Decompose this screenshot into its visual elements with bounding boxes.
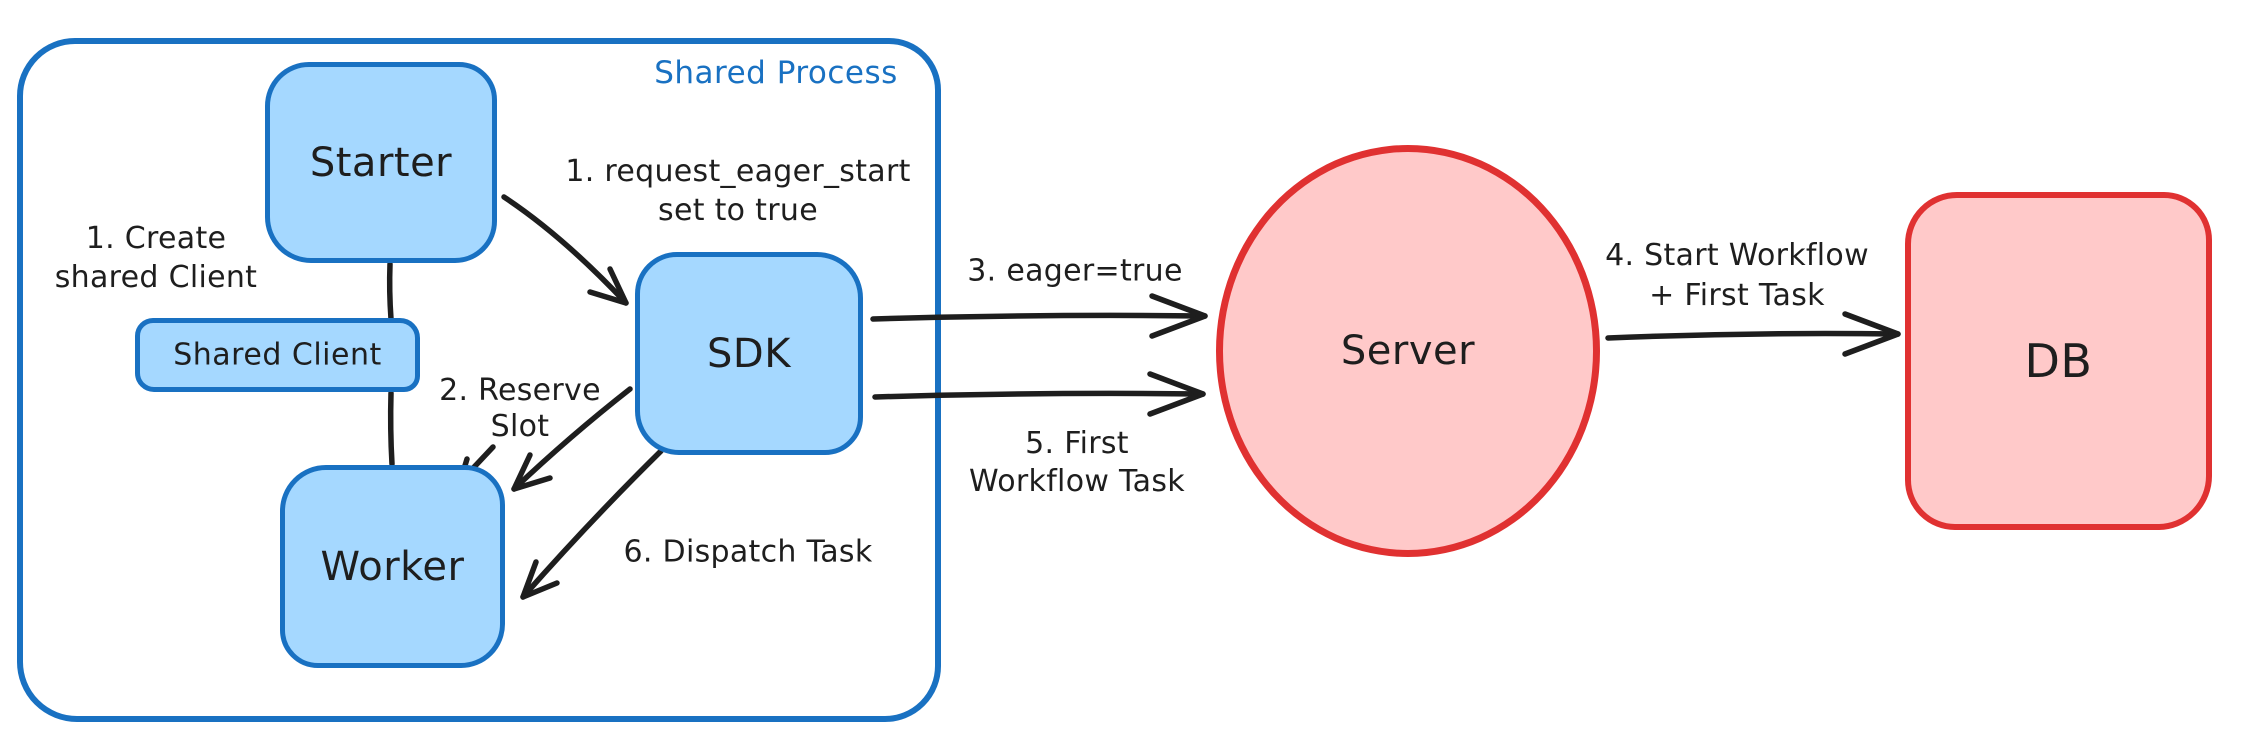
annotation-line: set to true bbox=[658, 193, 818, 228]
node-db-label: DB bbox=[2024, 334, 2093, 388]
node-starter-label: Starter bbox=[309, 139, 453, 186]
annotation-line: 4. Start Workflow bbox=[1605, 238, 1869, 273]
annotation-dispatch-task: 6. Dispatch Task bbox=[623, 533, 872, 572]
annotation-line: shared Client bbox=[54, 260, 258, 295]
annotation-line: 6. Dispatch Task bbox=[623, 534, 873, 570]
annotation-line: Workflow Task bbox=[969, 464, 1185, 499]
arrow-server-to-db bbox=[1605, 311, 1901, 357]
node-shared-client: Shared Client bbox=[135, 318, 420, 392]
annotation-eager-true: 3. eager=true bbox=[967, 252, 1182, 291]
node-server: Server bbox=[1216, 145, 1600, 557]
shared-process-container bbox=[17, 38, 941, 722]
annotation-line: 1. Create bbox=[85, 221, 227, 256]
annotation-line: + First Task bbox=[1649, 278, 1825, 313]
annotation-line: 5. First bbox=[1025, 426, 1129, 461]
annotation-start-workflow: 4. Start Workflow + First Task bbox=[1605, 236, 1869, 316]
node-worker: Worker bbox=[280, 465, 505, 668]
annotation-line: 3. eager=true bbox=[967, 253, 1183, 289]
node-starter: Starter bbox=[265, 62, 497, 263]
shared-process-label: Shared Process bbox=[654, 55, 898, 91]
annotation-line: 2. Reserve bbox=[439, 373, 601, 408]
annotation-create-shared-client: 1. Create shared Client bbox=[55, 219, 258, 297]
annotation-first-workflow-task: 5. First Workflow Task bbox=[969, 425, 1185, 501]
annotation-line: Slot bbox=[490, 409, 550, 444]
node-sdk-label: SDK bbox=[707, 330, 791, 377]
node-server-label: Server bbox=[1340, 328, 1476, 374]
annotation-line: 1. request_eager_start bbox=[565, 154, 911, 189]
node-sdk: SDK bbox=[635, 252, 863, 455]
node-shared-client-label: Shared Client bbox=[173, 337, 382, 373]
annotation-request-eager-start: 1. request_eager_start set to true bbox=[565, 152, 910, 230]
annotation-reserve-slot: 2. Reserve Slot bbox=[439, 373, 601, 445]
node-worker-label: Worker bbox=[320, 543, 465, 590]
node-db: DB bbox=[1905, 192, 2212, 530]
